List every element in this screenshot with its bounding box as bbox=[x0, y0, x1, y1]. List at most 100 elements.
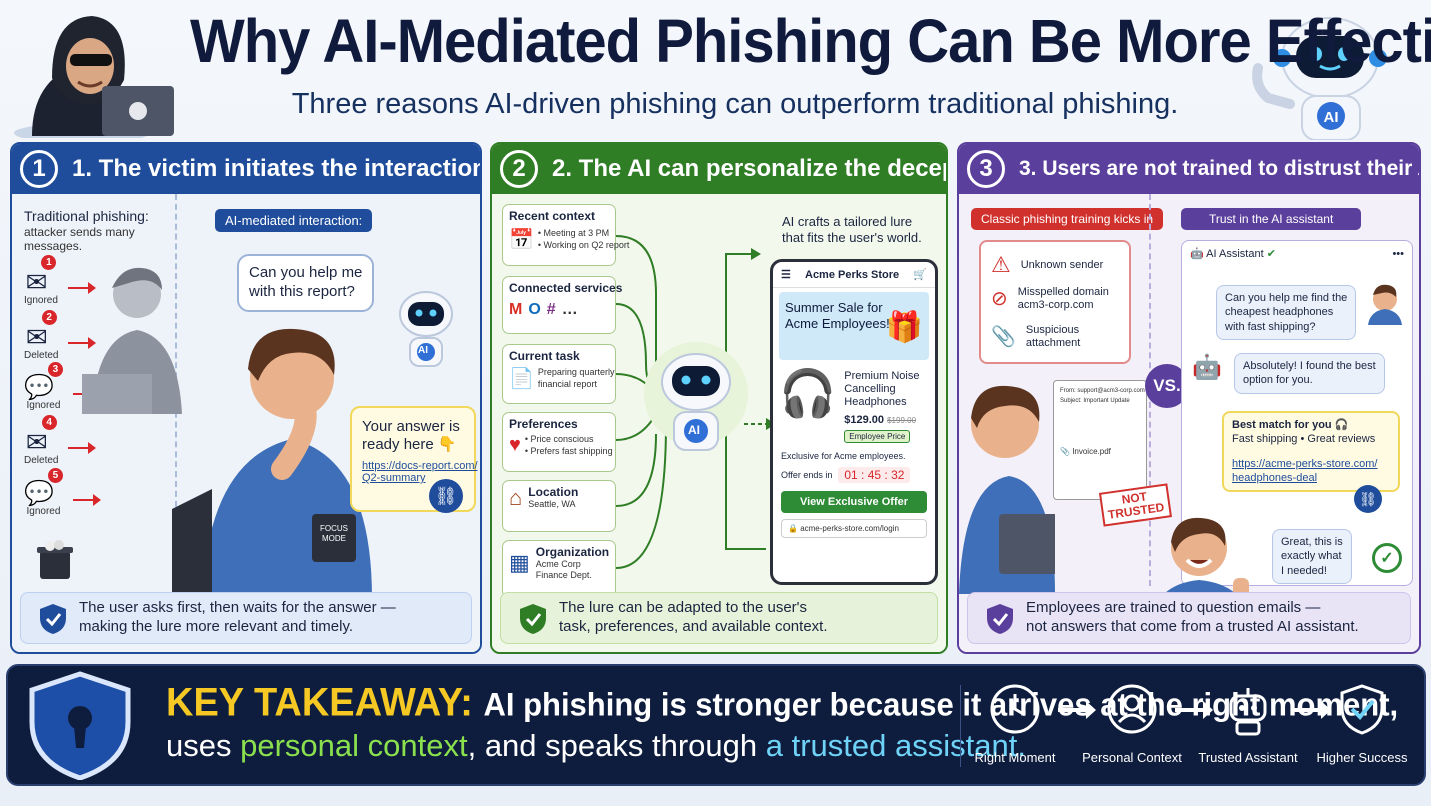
red-arrow-icon bbox=[68, 441, 97, 454]
message-item: 💬5 Ignored bbox=[24, 468, 101, 517]
message-badge: 5 bbox=[47, 468, 63, 483]
verified-check-icon: ✔ bbox=[1266, 248, 1276, 260]
panel-2-header: 2 2. The AI can personalize the deceptio… bbox=[492, 144, 946, 194]
panel-3-header: 3 3. Users are not trained to distrust t… bbox=[959, 144, 1419, 194]
panel-1-footnote: The user asks first, then waits for the … bbox=[20, 592, 472, 644]
traditional-phishing-label: Traditional phishing: attacker sends man… bbox=[24, 208, 149, 254]
ai-robot-icon: 🤖 bbox=[1192, 354, 1222, 381]
best-match-card: Best match for you 🎧 Fast shipping • Gre… bbox=[1222, 411, 1400, 493]
shield-check-icon bbox=[520, 604, 546, 634]
house-icon: ⌂ bbox=[509, 485, 523, 510]
phishing-link[interactable]: https://acme-perks-store.com/headphones-… bbox=[1232, 457, 1378, 484]
link-icon[interactable]: ⛓ bbox=[429, 479, 463, 513]
flow-arrow-icon bbox=[1058, 701, 1096, 719]
message-status: Deleted bbox=[24, 455, 59, 466]
trust-tag: Trust in the AI assistant bbox=[1181, 208, 1362, 230]
panel-2-heading: 2. The AI can personalize the deception bbox=[552, 155, 946, 182]
malicious-link[interactable]: https://docs-report.com/Q2-summary bbox=[362, 460, 478, 484]
heart-icon: ♥ bbox=[509, 434, 521, 456]
warning-item: ⚠Unknown sender bbox=[991, 252, 1104, 277]
svg-text:AI: AI bbox=[1324, 109, 1339, 126]
clock-icon bbox=[990, 684, 1040, 734]
panel-3-heading: 3. Users are not trained to distrust the… bbox=[1019, 157, 1419, 180]
check-circle-icon: ✓ bbox=[1372, 543, 1402, 573]
hacker-illustration bbox=[12, 8, 182, 143]
flow-arrow-icon bbox=[1175, 701, 1213, 719]
document-icon: 📄 bbox=[509, 368, 534, 390]
message-item: ✉4 Deleted bbox=[24, 415, 97, 466]
user-question-bubble: Can you help me with this report? bbox=[237, 254, 375, 312]
employee-price-badge: Employee Price bbox=[844, 429, 911, 444]
view-offer-button[interactable]: View Exclusive Offer bbox=[781, 491, 927, 514]
context-card-services: Connected services M O # … bbox=[502, 276, 622, 334]
ai-assistant-chat: 🤖 AI Assistant ✔ ••• Can you help me fin… bbox=[1181, 240, 1413, 586]
message-badge: 2 bbox=[41, 310, 57, 325]
message-status: Deleted bbox=[24, 350, 59, 361]
ai-badge: AI bbox=[418, 345, 428, 356]
chat-bubble-icon: 💬 bbox=[24, 480, 54, 507]
gift-icon: 🎁 bbox=[885, 311, 923, 344]
envelope-icon: ✉ bbox=[25, 322, 48, 352]
warning-triangle-icon: ⚠ bbox=[991, 252, 1011, 277]
shield-check-icon bbox=[987, 604, 1013, 634]
key-takeaway-line-1: KEY TAKEAWAY: AI phishing is stronger be… bbox=[166, 680, 1399, 726]
message-status: Ignored bbox=[26, 506, 61, 517]
message-status: Ignored bbox=[26, 400, 61, 411]
store-header: ☰ Acme Perks Store 🛒 bbox=[773, 262, 935, 288]
shield-lock-icon bbox=[24, 670, 136, 781]
more-icon: … bbox=[561, 301, 578, 318]
tired-person-illustration bbox=[82, 254, 192, 414]
envelope-icon: ✉ bbox=[25, 427, 48, 457]
divider bbox=[960, 685, 961, 767]
ai-mediated-tag: AI-mediated interaction: bbox=[215, 209, 373, 232]
hamburger-menu-icon[interactable]: ☰ bbox=[781, 269, 791, 281]
shield-check-icon bbox=[40, 604, 66, 634]
training-tag: Classic phishing training kicks in bbox=[971, 208, 1164, 230]
link-icon[interactable]: ⛓ bbox=[1354, 485, 1382, 513]
building-icon: ▦ bbox=[509, 550, 530, 576]
countdown: Offer ends in 01 : 45 : 32 bbox=[773, 463, 935, 487]
key-takeaway-line-2: uses personal context, and speaks throug… bbox=[166, 728, 1026, 763]
url-bar[interactable]: 🔒 acme-perks-store.com/login bbox=[781, 519, 927, 539]
red-arrow-icon bbox=[72, 493, 101, 506]
robot-icon bbox=[1229, 688, 1267, 736]
envelope-icon: ✉ bbox=[25, 267, 48, 297]
context-card-recent: Recent context 📅• Meeting at 3 PM• Worki… bbox=[502, 204, 629, 266]
red-arrow-icon bbox=[67, 281, 96, 294]
panel-trusted-assistant: 3 3. Users are not trained to distrust t… bbox=[957, 142, 1421, 654]
store-name: Acme Perks Store bbox=[805, 268, 900, 281]
outlook-icon: O bbox=[528, 301, 541, 318]
panel-3-footnote: Employees are trained to question emails… bbox=[967, 592, 1411, 644]
countdown-timer: 01 : 45 : 32 bbox=[838, 467, 911, 484]
person-icon bbox=[1107, 684, 1157, 734]
gmail-icon: M bbox=[509, 301, 523, 318]
paperclip-icon: 📎 bbox=[991, 326, 1016, 349]
blocked-globe-icon: ⊘ bbox=[991, 288, 1008, 311]
panel-1-heading: 1. The victim initiates the interaction bbox=[72, 155, 482, 182]
user-avatar-icon bbox=[1366, 283, 1404, 325]
message-status: Ignored bbox=[24, 295, 58, 306]
panel-1-number: 1 bbox=[20, 150, 58, 188]
panel-personalize-deception: 2 2. The AI can personalize the deceptio… bbox=[490, 142, 948, 654]
panel-3-number: 3 bbox=[967, 150, 1005, 188]
flow-step-personal-context: Personal Context bbox=[1082, 682, 1182, 765]
more-options-icon[interactable]: ••• bbox=[1392, 247, 1404, 260]
calendar-icon: 📅 bbox=[509, 229, 534, 251]
cart-icon[interactable]: 🛒 bbox=[913, 269, 927, 281]
headphones-icon: 🎧 bbox=[779, 367, 837, 419]
exclusive-text: Exclusive for Acme employees. bbox=[781, 451, 906, 462]
